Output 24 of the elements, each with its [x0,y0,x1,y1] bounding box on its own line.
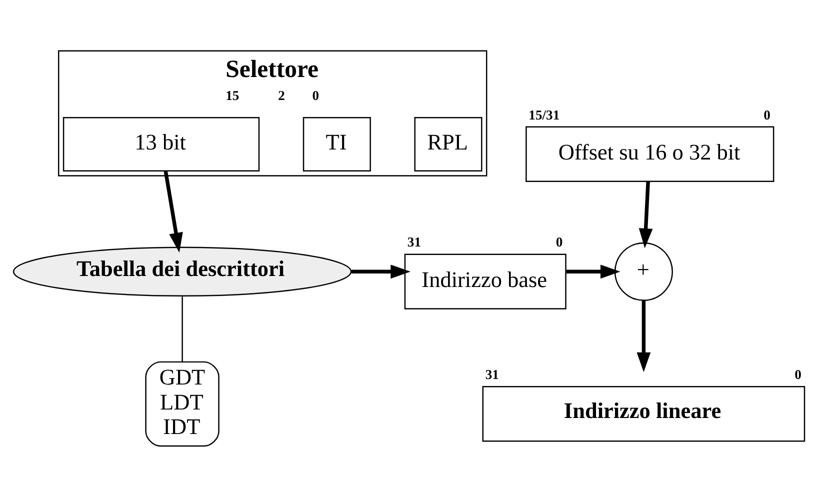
node-box: 13 bit [62,117,260,172]
node-label: 0 [556,234,563,250]
node-box: RPL [414,117,482,172]
node-box: TI [302,117,371,172]
node-label: 0 [794,367,802,382]
node-label: 15/31 [528,107,560,122]
connector [182,296,183,362]
node-circle: + [614,242,673,301]
node-label: 15 [226,88,240,104]
node-label: 2 [278,88,285,104]
node-label: 31 [407,234,422,250]
node-box: Indirizzo base [404,254,566,310]
arrow [352,264,411,279]
arrow [638,182,653,248]
node-label: 31 [485,367,499,382]
node-box: GDT LDT IDT [145,361,220,447]
node-box: Indirizzo lineare [482,386,806,442]
arrow [164,171,183,253]
node-ellipse: Tabella dei descrittori [12,246,352,296]
arrow [566,264,620,279]
node-box: Offset su 16 o 32 bit [526,126,774,182]
node-label: 0 [312,88,319,104]
arrow [636,300,651,372]
node-label: 0 [764,107,770,122]
